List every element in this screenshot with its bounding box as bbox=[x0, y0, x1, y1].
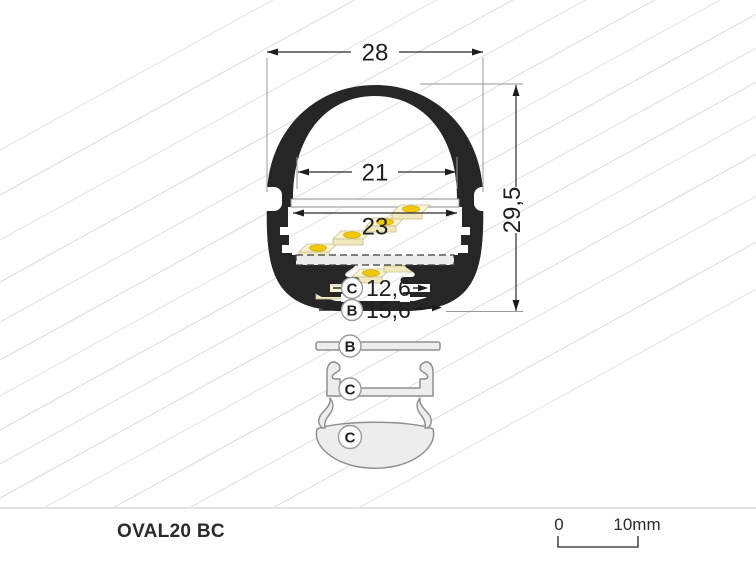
scale-bracket bbox=[557, 536, 639, 548]
watermark-line bbox=[0, 0, 514, 283]
scale-end-label: 10mm bbox=[613, 515, 660, 534]
arrowhead bbox=[512, 300, 520, 311]
watermark-line bbox=[358, 288, 756, 507]
profile-cross-section bbox=[266, 85, 484, 311]
badge-letter: C bbox=[345, 381, 356, 398]
led-chip bbox=[402, 205, 420, 213]
arrowhead bbox=[267, 48, 278, 56]
leader-slot-c: 12,6 bbox=[333, 275, 428, 301]
flat-cover-c bbox=[326, 361, 434, 397]
led-chip bbox=[376, 218, 394, 226]
scale-start-label: 0 bbox=[554, 515, 563, 534]
waist-notch-left bbox=[258, 187, 282, 211]
dimension-outer-width: 28 bbox=[267, 40, 483, 67]
mounting-plate-dashed bbox=[295, 254, 455, 266]
accessory-round-cover-c: C bbox=[315, 397, 435, 469]
mounting-hook-left bbox=[297, 261, 360, 297]
dim-slot-b-value: 15,6 bbox=[366, 297, 411, 323]
dim-inner-top-width-value: 21 bbox=[362, 160, 389, 187]
arrowhead bbox=[472, 48, 483, 56]
watermark-line bbox=[0, 0, 356, 196]
watermark-line bbox=[0, 0, 656, 361]
bottom-slot bbox=[341, 294, 351, 302]
arrowhead bbox=[512, 85, 520, 96]
badge-circle bbox=[337, 424, 363, 450]
dimension-inner-width: 23 bbox=[293, 209, 457, 241]
dim-outer-width-value: 28 bbox=[362, 40, 389, 67]
badge-letter: C bbox=[345, 429, 356, 446]
round-cover-horn-right bbox=[416, 397, 432, 429]
led-module bbox=[351, 268, 391, 284]
arrowhead bbox=[432, 304, 442, 312]
badge-letter: C bbox=[347, 280, 358, 297]
led-chip bbox=[309, 244, 327, 252]
watermark-line bbox=[0, 0, 274, 151]
leader-slot-b: 15,6 bbox=[319, 297, 442, 323]
mounting-plate-b bbox=[315, 341, 441, 351]
bottom-slot bbox=[400, 294, 410, 302]
badge-circle bbox=[338, 377, 362, 401]
badge-circle bbox=[340, 298, 364, 322]
scale-bar: 0 10mm bbox=[554, 515, 661, 548]
arrowhead bbox=[418, 284, 428, 292]
led-shelf bbox=[290, 198, 460, 208]
watermark-line bbox=[44, 115, 756, 507]
arrowhead bbox=[446, 209, 457, 217]
waist-notch-right bbox=[474, 187, 498, 211]
accessory-mounting-plate-b: B bbox=[315, 334, 441, 358]
watermark-line bbox=[189, 195, 756, 507]
led-chip bbox=[362, 269, 380, 277]
led-chip bbox=[343, 231, 361, 239]
badge-cover-slot-c: C bbox=[340, 276, 364, 300]
accessory-flat-cover-c: C bbox=[326, 361, 434, 401]
watermark-line bbox=[0, 0, 722, 397]
badge-letter: B bbox=[345, 338, 356, 355]
watermark-line bbox=[113, 153, 756, 507]
badge-letter: B bbox=[347, 302, 358, 319]
badge-circle bbox=[338, 334, 362, 358]
dim-outer-height-value: 29,5 bbox=[499, 187, 526, 234]
led-module bbox=[365, 217, 405, 233]
badge-plate-slot-b: B bbox=[340, 298, 364, 322]
watermark-line bbox=[0, 81, 756, 499]
watermark-line bbox=[0, 0, 438, 241]
round-cover-horn-left bbox=[318, 397, 334, 429]
leader-line bbox=[412, 307, 433, 310]
dimension-outer-height: 29,5 bbox=[499, 85, 526, 311]
profile-name: OVAL20 BC bbox=[117, 521, 225, 542]
arrowhead bbox=[445, 168, 456, 176]
watermark-line bbox=[0, 0, 587, 323]
dim-inner-width-value: 23 bbox=[362, 214, 389, 241]
mounting-hook-right bbox=[400, 261, 463, 297]
arrowhead bbox=[293, 209, 304, 217]
arrowhead bbox=[298, 168, 309, 176]
dimension-inner-top-width: 21 bbox=[298, 160, 456, 187]
dim-slot-c-value: 12,6 bbox=[366, 275, 411, 301]
badge-circle bbox=[340, 276, 364, 300]
